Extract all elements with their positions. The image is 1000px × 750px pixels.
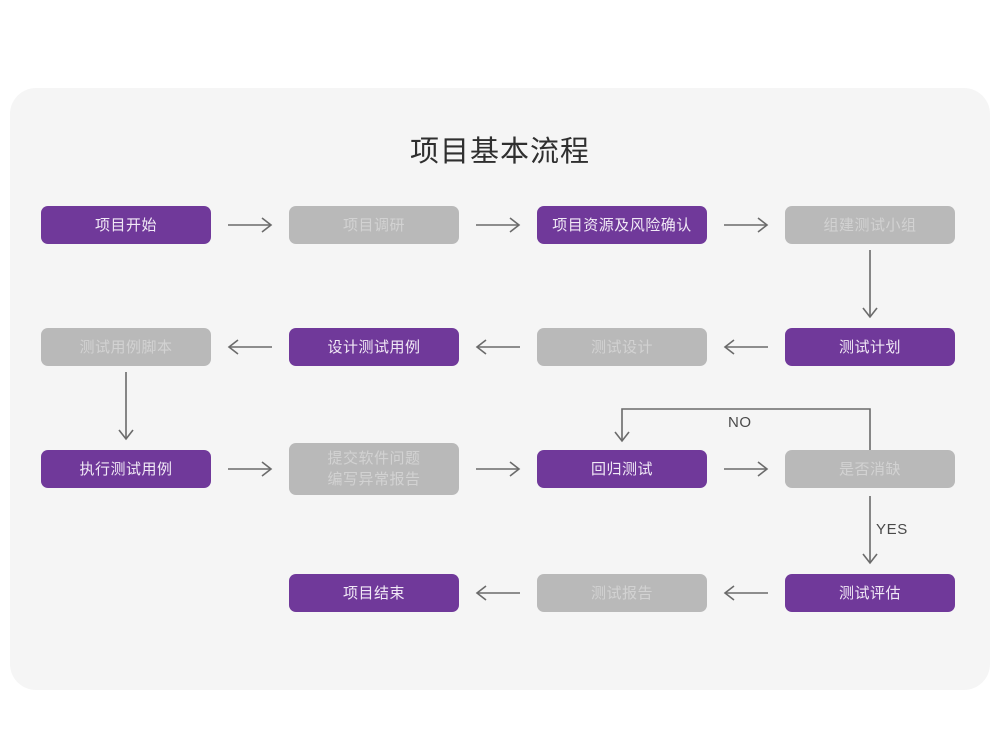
node-regression-test[interactable]: 回归测试 [537, 450, 707, 488]
node-submit-defect-report[interactable]: 提交软件问题 编写异常报告 [289, 443, 459, 495]
edge-label-yes: YES [876, 521, 908, 538]
node-project-start[interactable]: 项目开始 [41, 206, 211, 244]
node-test-design[interactable]: 测试设计 [537, 328, 707, 366]
node-defect-resolved-decision[interactable]: 是否消缺 [785, 450, 955, 488]
node-test-plan[interactable]: 测试计划 [785, 328, 955, 366]
node-project-end[interactable]: 项目结束 [289, 574, 459, 612]
node-project-research[interactable]: 项目调研 [289, 206, 459, 244]
node-build-test-team[interactable]: 组建测试小组 [785, 206, 955, 244]
node-design-test-case[interactable]: 设计测试用例 [289, 328, 459, 366]
node-test-report[interactable]: 测试报告 [537, 574, 707, 612]
page-title: 项目基本流程 [409, 136, 590, 168]
node-test-case-script[interactable]: 测试用例脚本 [41, 328, 211, 366]
node-test-evaluation[interactable]: 测试评估 [785, 574, 955, 612]
edge-label-no: NO [728, 414, 752, 431]
node-resource-risk-confirm[interactable]: 项目资源及风险确认 [537, 206, 707, 244]
node-execute-test-case[interactable]: 执行测试用例 [41, 450, 211, 488]
